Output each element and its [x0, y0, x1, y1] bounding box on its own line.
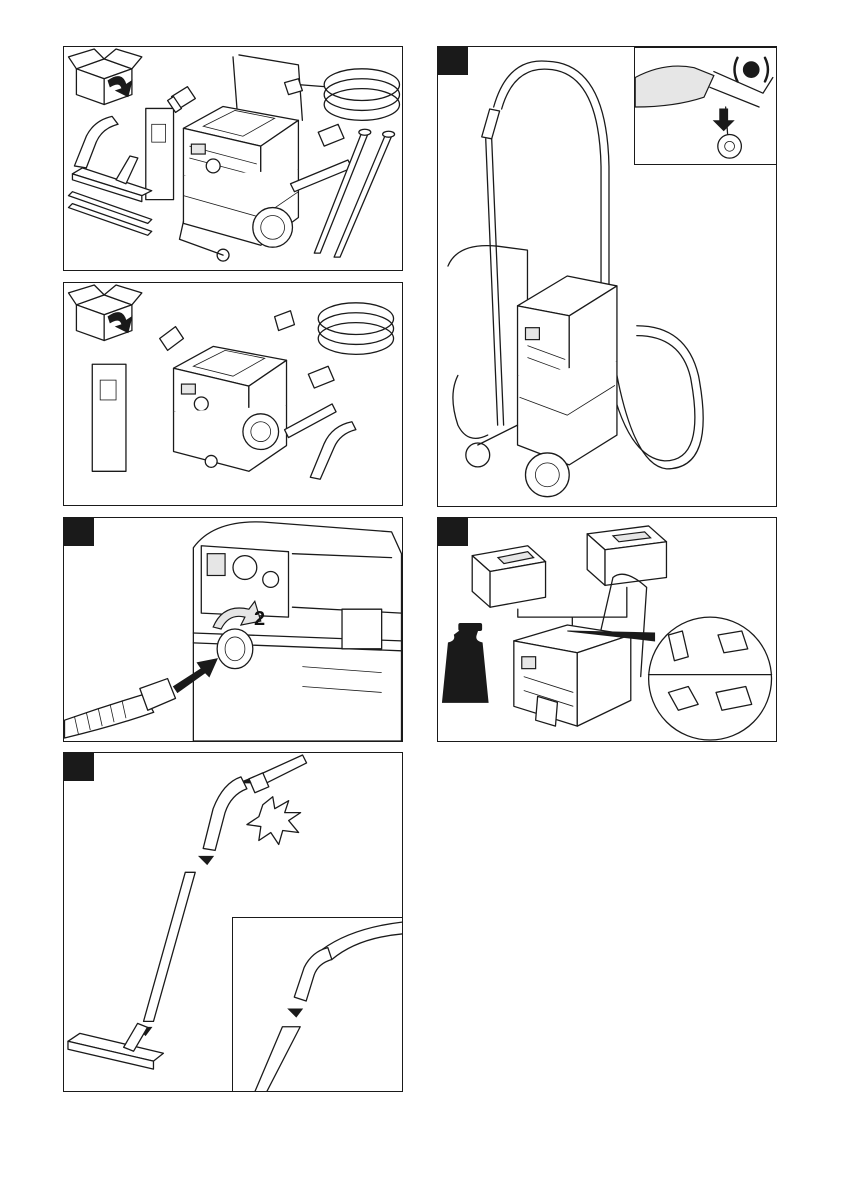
hose-coil — [275, 303, 394, 355]
hose-end-fitting — [308, 366, 334, 388]
hose-connect-panel: 2 — [63, 517, 403, 742]
hose-connect-illustration — [64, 518, 402, 741]
vacuum-unit — [448, 246, 617, 497]
vacuum-unit — [179, 55, 302, 261]
snap-click-icon — [247, 797, 301, 845]
scope-delivery-panel-b — [63, 282, 403, 506]
accessory-assembly-panel — [63, 752, 403, 1092]
brake-lock-icon — [735, 58, 768, 82]
unboxing-icon — [68, 285, 141, 341]
bent-handle — [74, 116, 118, 168]
scope-delivery-a-illustration — [64, 47, 402, 270]
crevice-nozzle — [255, 1027, 300, 1092]
step-number-badge — [438, 47, 468, 75]
bent-handle — [294, 948, 332, 1001]
crevice-nozzle-inset — [232, 917, 403, 1092]
step-number-badge — [64, 518, 94, 546]
bent-handle — [310, 422, 356, 479]
crevice-nozzle — [285, 404, 337, 438]
storage-box-right — [587, 526, 666, 585]
scope-delivery-b-illustration — [64, 283, 402, 505]
wheel-brake-inset — [634, 47, 777, 165]
hose-handle — [482, 109, 500, 139]
weight-icon — [442, 623, 488, 702]
suction-tube — [486, 139, 504, 425]
unboxing-icon — [68, 49, 141, 105]
wheel-brake-panel — [437, 46, 777, 507]
vacuum-unit — [174, 346, 287, 471]
storage-boxes-illustration — [438, 518, 776, 741]
suction-tube-upper — [144, 872, 196, 1021]
rotation-step-label: 2 — [254, 608, 265, 631]
intake-port — [217, 629, 253, 669]
latch-detail-circle — [649, 617, 772, 740]
connector-sleeve — [160, 327, 184, 351]
filter-bag — [146, 108, 174, 199]
crevice-nozzle-closeup — [233, 918, 403, 1092]
storage-boxes-panel — [437, 517, 777, 742]
vacuum-front-closeup — [193, 522, 401, 741]
press-down-arrow-icon — [714, 109, 734, 131]
step-number-badge — [64, 753, 94, 781]
wheel-brake-closeup — [635, 48, 777, 164]
foot-icon — [635, 66, 714, 107]
filter-bag — [92, 364, 126, 471]
scope-delivery-panel-a — [63, 46, 403, 271]
hose-with-fitting — [65, 679, 176, 738]
caster-wheel — [718, 135, 742, 159]
step-number-badge — [438, 518, 468, 546]
hose-section — [322, 922, 403, 960]
suction-tubes — [314, 129, 394, 257]
hose-end-fitting — [318, 124, 344, 146]
bent-handle — [203, 777, 247, 851]
storage-box-left — [472, 546, 545, 607]
